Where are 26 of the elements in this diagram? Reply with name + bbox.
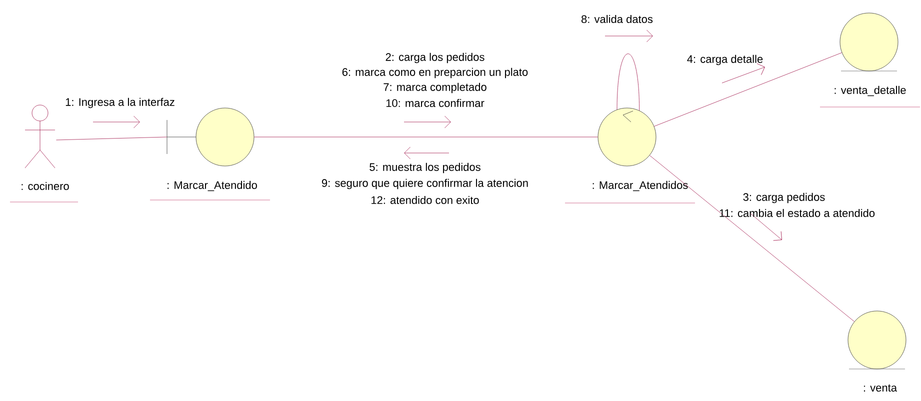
message-label: 10: marca confirmar — [386, 98, 484, 108]
node-label: : Marcar_Atendidos — [592, 180, 688, 192]
entity-object: : venta_detalle — [820, 12, 920, 108]
actor-figure: : cocinero — [10, 104, 78, 202]
node-label: : venta_detalle — [834, 86, 906, 96]
node-label: : cocinero — [22, 182, 69, 190]
message-label: 5: muestra los pedidos — [370, 162, 480, 174]
node-label: : venta — [864, 384, 898, 392]
message-label: 2: carga los pedidos — [386, 52, 484, 64]
link-line — [254, 136, 598, 138]
link-line — [654, 52, 842, 127]
entity-object: : venta — [848, 310, 906, 392]
link-line — [56, 136, 168, 140]
message-label: 12: atendido con exito — [372, 196, 479, 204]
link-line — [649, 155, 855, 322]
message-label: 3: carga pedidos — [743, 192, 825, 204]
link-line — [616, 54, 640, 111]
message-label: 6: marca como en preparcion un plato — [342, 68, 528, 78]
message-label: 4: carga detalle — [687, 54, 763, 66]
control-object: : Marcar_Atendidos — [564, 108, 696, 204]
message-label: 9: seguro que quiere confirmar la atencion — [322, 178, 528, 190]
message-label: 8: valida datos — [582, 14, 653, 24]
message-label: 11: cambia el estado a atendido — [720, 208, 875, 218]
node-label: : Marcar_Atendido — [168, 180, 257, 192]
message-label: 7: marca completado — [384, 82, 486, 94]
boundary-object: : Marcar_Atendido — [150, 108, 270, 200]
